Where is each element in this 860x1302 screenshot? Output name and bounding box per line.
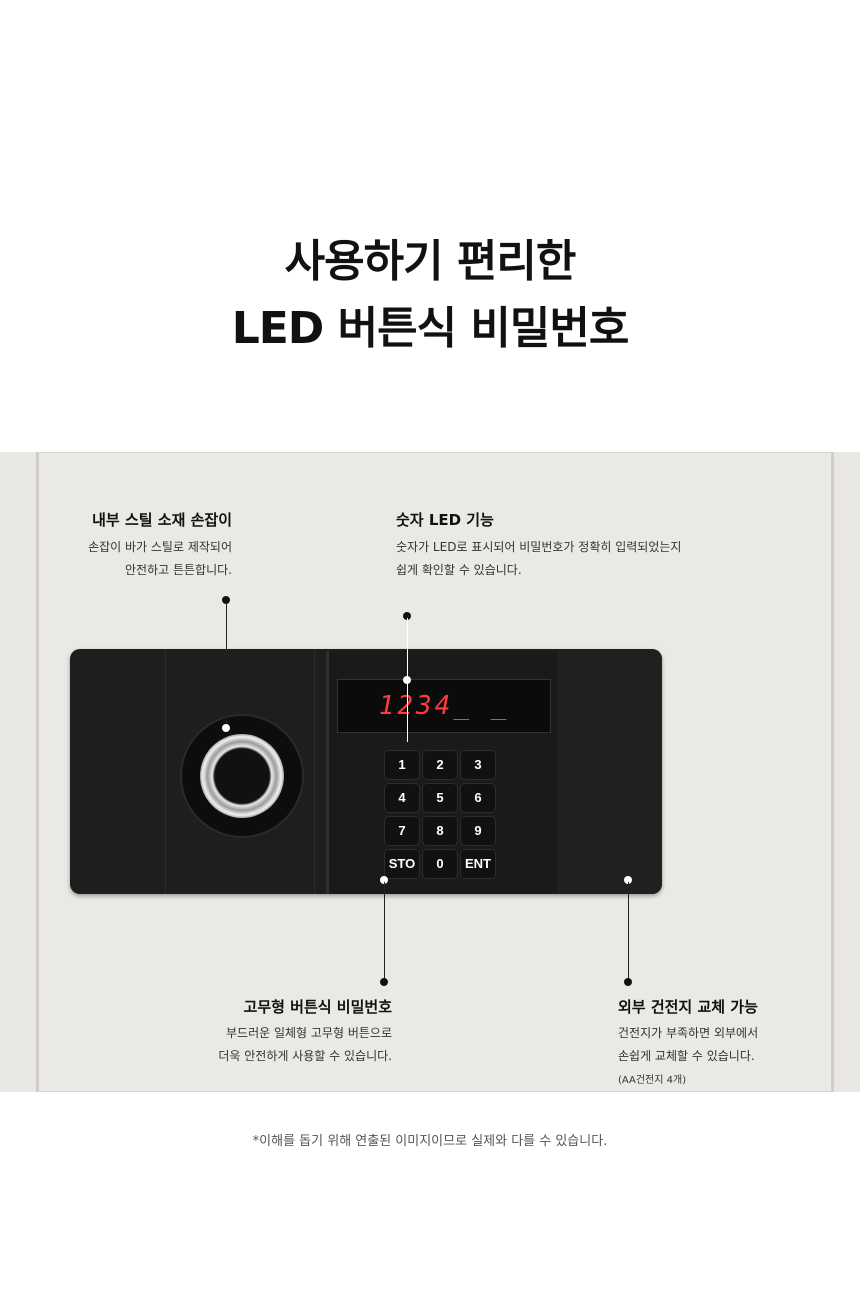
battery-pointer-dot-bottom [624, 978, 632, 986]
door-seam-right [831, 452, 834, 1092]
battery-pointer-dot-top [624, 876, 632, 884]
led-pointer-dot-display [403, 676, 411, 684]
handle-callout-desc-2: 안전하고 튼튼합니다. [125, 563, 232, 577]
knob-chrome-ring [200, 734, 284, 818]
battery-callout-desc-2: 손쉽게 교체할 수 있습니다. [618, 1049, 755, 1063]
led-callout-desc-1: 숫자가 LED로 표시되어 비밀번호가 정확히 입력되었는지 [396, 540, 682, 554]
key-6[interactable]: 6 [461, 784, 495, 812]
buttons-pointer-dot-bottom [380, 978, 388, 986]
handle-pointer-dot-top [222, 596, 230, 604]
key-ent[interactable]: ENT [461, 850, 495, 878]
disclaimer-footnote: *이해를 돕기 위해 연출된 이미지이므로 실제와 다를 수 있습니다. [252, 1134, 608, 1149]
battery-callout-title: 외부 건전지 교체 가능 [618, 998, 758, 1016]
handle-callout-desc-1: 손잡이 바가 스틸로 제작되어 [88, 540, 232, 554]
key-2[interactable]: 2 [423, 751, 457, 779]
handle-pointer-dot-bottom [222, 724, 230, 732]
led-display-digits: 1234_ _ [378, 691, 510, 721]
battery-cover[interactable] [557, 649, 662, 894]
handle-pointer-line [226, 602, 227, 726]
led-display: 1234_ _ [337, 679, 551, 733]
handle-callout-title: 내부 스틸 소재 손잡이 [92, 511, 232, 529]
key-sto[interactable]: STO [385, 850, 419, 878]
key-1[interactable]: 1 [385, 751, 419, 779]
led-callout-desc-2: 쉽게 확인할 수 있습니다. [396, 563, 522, 577]
door-seam-left [36, 452, 39, 1092]
headline-line-1: 사용하기 편리한 [284, 236, 577, 287]
keypad-module: 1234_ _ 1 2 3 4 5 6 7 8 9 STO 0 ENT [326, 651, 560, 894]
buttons-pointer-dot-top [380, 876, 388, 884]
headline-line-2: LED 버튼식 비밀번호 [231, 303, 630, 354]
buttons-callout-desc-1: 부드러운 일체형 고무형 버튼으로 [225, 1026, 392, 1040]
key-8[interactable]: 8 [423, 817, 457, 845]
buttons-callout-desc-2: 더욱 안전하게 사용할 수 있습니다. [218, 1049, 392, 1063]
battery-callout-desc-1: 건전지가 부족하면 외부에서 [618, 1026, 759, 1040]
battery-pointer-line [628, 882, 629, 982]
led-pointer-dot-top [403, 612, 411, 620]
key-9[interactable]: 9 [461, 817, 495, 845]
buttons-callout-title: 고무형 버튼식 비밀번호 [243, 998, 392, 1016]
key-7[interactable]: 7 [385, 817, 419, 845]
buttons-pointer-line [384, 882, 385, 982]
key-3[interactable]: 3 [461, 751, 495, 779]
panel-handle-plate [165, 649, 315, 894]
digital-lock-panel: 1234_ _ 1 2 3 4 5 6 7 8 9 STO 0 ENT [70, 649, 662, 894]
led-callout-title: 숫자 LED 기능 [396, 511, 494, 529]
key-4[interactable]: 4 [385, 784, 419, 812]
battery-callout-note: (AA건전지 4개) [618, 1075, 687, 1086]
handle-knob[interactable] [182, 716, 302, 836]
key-5[interactable]: 5 [423, 784, 457, 812]
safe-product-photo: 내부 스틸 소재 손잡이 손잡이 바가 스틸로 제작되어 안전하고 튼튼합니다.… [0, 452, 860, 1092]
key-0[interactable]: 0 [423, 850, 457, 878]
